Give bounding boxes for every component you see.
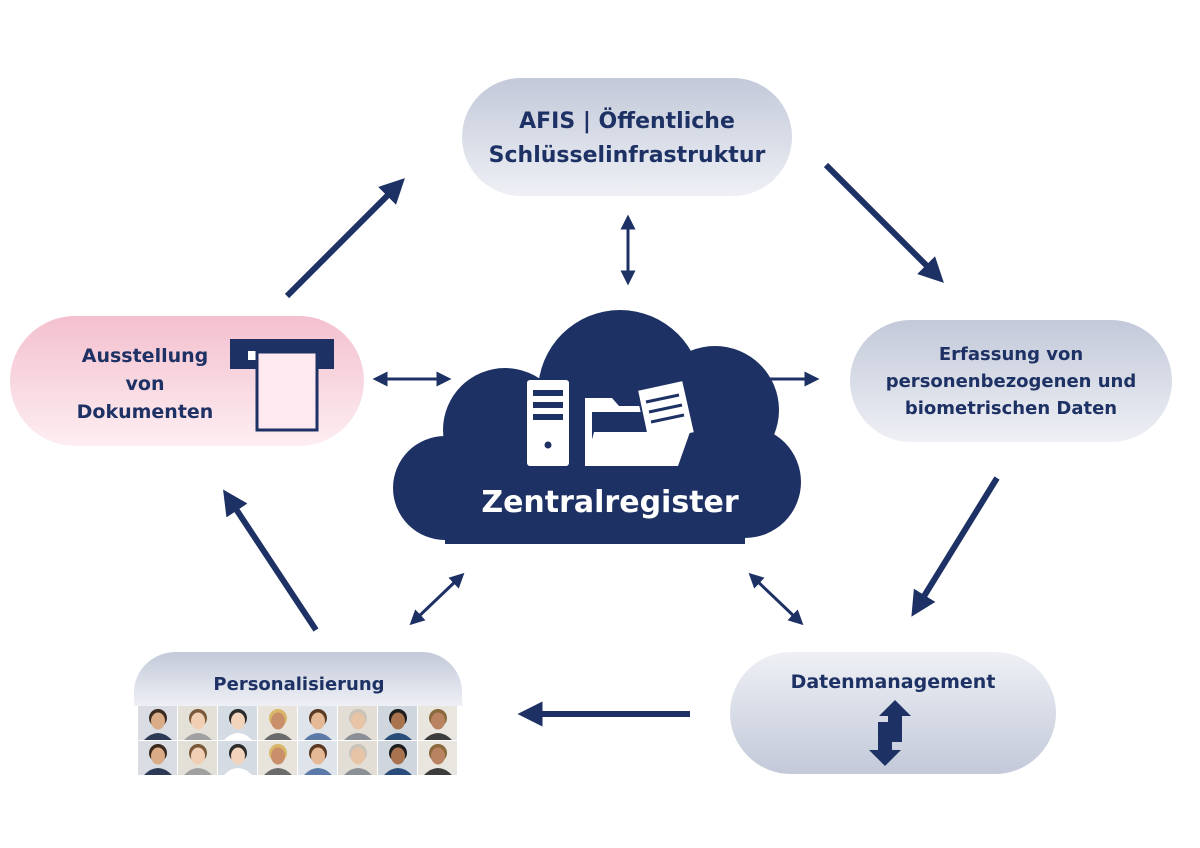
portrait-photo — [298, 706, 337, 740]
erfassung-label-line2: personenbezogenen und — [886, 371, 1137, 392]
portrait-photo — [418, 706, 457, 740]
portrait-photo — [258, 741, 297, 775]
portrait-photo — [218, 741, 257, 775]
afis-label-line1: AFIS | Öffentliche — [519, 108, 735, 134]
afis-node: AFIS | Öffentliche Schlüsselinfrastruktu… — [462, 78, 792, 196]
personalisierung-label: Personalisierung — [213, 674, 384, 695]
up-down-arrows-icon — [869, 700, 911, 766]
ausstellung-label-line2: von — [126, 373, 165, 395]
portrait-photo — [138, 706, 177, 740]
portrait-photo — [378, 741, 417, 775]
card-slot-icon — [230, 339, 334, 432]
arrow-ausstellung-to-afis — [284, 178, 405, 299]
arrow-personalisierung-to-ausstellung — [223, 489, 319, 632]
erfassung-label-line1: Erfassung von — [939, 344, 1083, 365]
portrait-photo — [178, 706, 217, 740]
portrait-photo — [178, 741, 217, 775]
datenmanagement-label: Datenmanagement — [791, 671, 996, 693]
portrait-grid — [138, 706, 457, 775]
portrait-photo — [298, 741, 337, 775]
ausstellung-node: Ausstellung von Dokumenten — [10, 316, 364, 446]
arrow-afis-to-erfassung — [823, 162, 944, 283]
portrait-photo — [418, 741, 457, 775]
erfassung-node: Erfassung von personenbezogenen und biom… — [850, 320, 1172, 442]
portrait-photo — [138, 741, 177, 775]
personalisierung-node: Personalisierung — [134, 652, 462, 775]
ausstellung-label-line1: Ausstellung — [82, 345, 209, 367]
zentralregister-label: Zentralregister — [481, 485, 739, 520]
arrow-erfassung-to-datenmanagement — [911, 476, 1000, 617]
portrait-photo — [338, 741, 377, 775]
zentralregister-cloud: Zentralregister — [393, 310, 801, 544]
double-arrow-datenmanagement-cloud — [748, 572, 804, 626]
portrait-photo — [258, 706, 297, 740]
ausstellung-label-line3: Dokumenten — [77, 401, 214, 423]
server-icon — [527, 380, 569, 466]
erfassung-label-line3: biometrischen Daten — [905, 398, 1117, 419]
portrait-photo — [378, 706, 417, 740]
double-arrow-personalisierung-cloud — [409, 572, 465, 626]
portrait-photo — [338, 706, 377, 740]
afis-label-line2: Schlüsselinfrastruktur — [489, 143, 766, 168]
portrait-photo — [218, 706, 257, 740]
datenmanagement-node: Datenmanagement — [730, 652, 1056, 774]
folder-document-icon — [585, 378, 697, 466]
